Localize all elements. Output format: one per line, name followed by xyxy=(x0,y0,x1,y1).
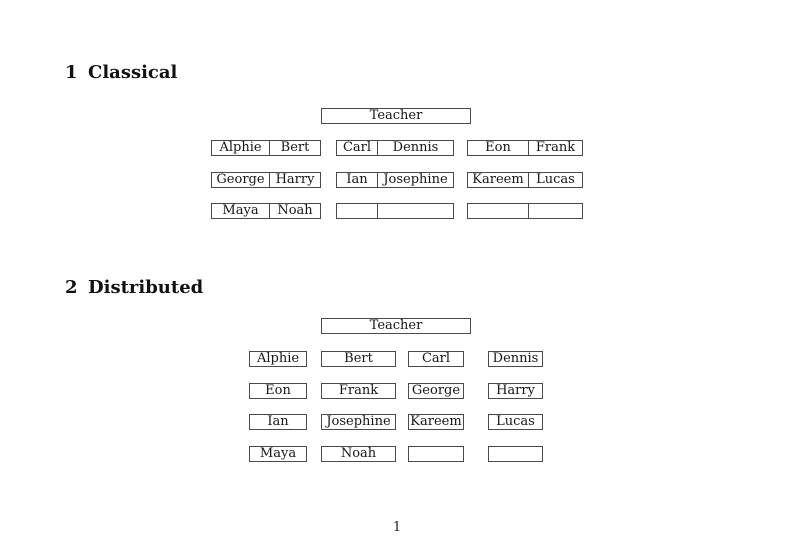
desk-pair: Ian Josephine xyxy=(336,172,454,188)
seat-name: Alphie xyxy=(212,141,270,155)
seat-name: George xyxy=(212,173,270,187)
seat-box: Josephine xyxy=(321,414,396,430)
desk-pair: George Harry xyxy=(211,172,321,188)
seat-box: Carl xyxy=(408,351,464,367)
section-title: Classical xyxy=(88,62,178,83)
desk-pair-empty xyxy=(467,203,583,219)
seat-name: Dennis xyxy=(392,140,439,155)
seat-name: Ian xyxy=(337,173,378,187)
desk-pair: Carl Dennis xyxy=(336,140,454,156)
section-heading-classical: 1 Classical xyxy=(65,63,177,83)
seat-name: Harry xyxy=(275,172,315,187)
desk-pair: Eon Frank xyxy=(467,140,583,156)
seat-box-empty xyxy=(488,446,543,462)
seat-name-empty xyxy=(378,204,453,218)
seat-box: Maya xyxy=(249,446,307,462)
seat-box-empty xyxy=(408,446,464,462)
section-number: 2 xyxy=(65,277,78,298)
seat-box: Frank xyxy=(321,383,396,399)
seat-name: Noah xyxy=(277,203,313,218)
seat-name: Lucas xyxy=(536,172,575,187)
seat-box: Dennis xyxy=(488,351,543,367)
seat-name: Frank xyxy=(535,140,576,155)
teacher-box-distributed: Teacher xyxy=(321,318,471,334)
seat-name-empty xyxy=(468,204,529,218)
seat-name: Carl xyxy=(337,141,378,155)
seat-box: Lucas xyxy=(488,414,543,430)
teacher-box-classical: Teacher xyxy=(321,108,471,124)
seat-name: Bert xyxy=(280,140,310,155)
seat-box: Kareem xyxy=(408,414,464,430)
desk-pair: Kareem Lucas xyxy=(467,172,583,188)
seat-name-empty xyxy=(529,204,582,218)
seat-box: Bert xyxy=(321,351,396,367)
desk-pair: Alphie Bert xyxy=(211,140,321,156)
seat-box: Noah xyxy=(321,446,396,462)
desk-pair-empty xyxy=(336,203,454,219)
section-heading-distributed: 2 Distributed xyxy=(65,278,203,298)
seat-box: George xyxy=(408,383,464,399)
section-number: 1 xyxy=(65,62,78,83)
seat-name: Kareem xyxy=(468,173,529,187)
seat-box: Eon xyxy=(249,383,307,399)
seat-box: Harry xyxy=(488,383,543,399)
section-title: Distributed xyxy=(88,277,204,298)
seat-box: Ian xyxy=(249,414,307,430)
desk-pair: Maya Noah xyxy=(211,203,321,219)
seat-name: Josephine xyxy=(383,172,448,187)
page-number: 1 xyxy=(392,520,402,535)
seat-name: Maya xyxy=(212,204,270,218)
seat-name: Eon xyxy=(468,141,529,155)
seat-name-empty xyxy=(337,204,378,218)
seat-box: Alphie xyxy=(249,351,307,367)
